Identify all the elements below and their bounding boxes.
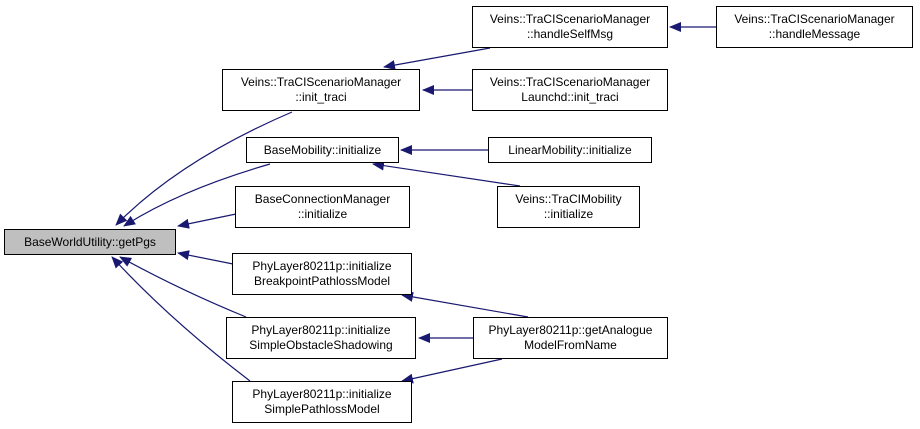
- node-label-line: PhyLayer80211p::initialize: [251, 323, 391, 337]
- edge-getanalogue-to-phy-breakpoint: [401, 291, 529, 318]
- node-label-line: ::initialize: [543, 207, 594, 221]
- edge-phy-obstacle-to-root: [119, 256, 247, 318]
- edge-tracimob-to-basemob: [372, 160, 521, 187]
- node-base-mobility-initialize[interactable]: BaseMobility::initialize: [246, 137, 399, 163]
- node-label-line: BaseWorldUtility::getPgs: [24, 234, 156, 249]
- node-label-line: ::handleMessage: [768, 27, 861, 41]
- node-label-line: BaseMobility::initialize: [263, 142, 382, 157]
- edge-basemob-to-root: [123, 163, 271, 227]
- node-init-traci[interactable]: Veins::TraCIScenarioManager::init_traci: [222, 69, 420, 111]
- node-label-line: LinearMobility::initialize: [508, 142, 632, 157]
- node-label-line: Veins::TraCIScenarioManager: [240, 75, 402, 89]
- node-base-connection-manager-initialize[interactable]: BaseConnectionManager::initialize: [235, 186, 410, 228]
- node-label-line: Veins::TraCIScenarioManager: [734, 12, 895, 26]
- node-root: BaseWorldUtility::getPgs: [4, 229, 176, 255]
- node-label-line: Veins::TraCIScenarioManager: [489, 75, 651, 89]
- edge-phy-breakpoint-to-root: [177, 250, 234, 265]
- node-linear-mobility-initialize[interactable]: LinearMobility::initialize: [488, 137, 652, 163]
- edge-baseconn-to-root: [177, 213, 237, 229]
- node-label-line: SimpleObstacleShadowing: [249, 338, 393, 352]
- node-label-line: ::init_traci: [295, 90, 347, 104]
- node-label-line: PhyLayer80211p::initialize: [252, 387, 392, 401]
- edge-init-traci-to-root: [115, 111, 293, 226]
- node-label-line: ModelFromName: [524, 338, 617, 352]
- node-label-line: PhyLayer80211p::initialize: [252, 259, 392, 273]
- node-label-line: ::handleSelfMsg: [526, 27, 614, 41]
- node-handle-message[interactable]: Veins::TraCIScenarioManager::handleMessa…: [716, 6, 913, 48]
- node-label-line: PhyLayer80211p::getAnalogue: [488, 323, 653, 337]
- node-label-line: ::initialize: [297, 207, 348, 221]
- node-label-line: BaseConnectionManager: [254, 192, 391, 206]
- node-label-line: BreakpointPathlossModel: [253, 274, 391, 288]
- edge-getanalogue-to-phy-simplepath: [401, 358, 503, 384]
- node-label-line: Veins::TraCIScenarioManager: [489, 12, 651, 26]
- edge-handleselfmsg-to-init-traci: [383, 47, 491, 70]
- edge-phy-simplepath-to-root: [111, 256, 251, 382]
- node-handle-self-msg[interactable]: Veins::TraCIScenarioManager::handleSelfM…: [472, 6, 668, 48]
- node-label-line: Veins::TraCIMobility: [515, 192, 622, 206]
- node-label-line: SimplePathlossModel: [264, 402, 380, 416]
- edges: [111, 22, 716, 384]
- node-label-line: Launchd::init_traci: [521, 90, 619, 104]
- node-traci-mobility-initialize[interactable]: Veins::TraCIMobility::initialize: [497, 186, 640, 228]
